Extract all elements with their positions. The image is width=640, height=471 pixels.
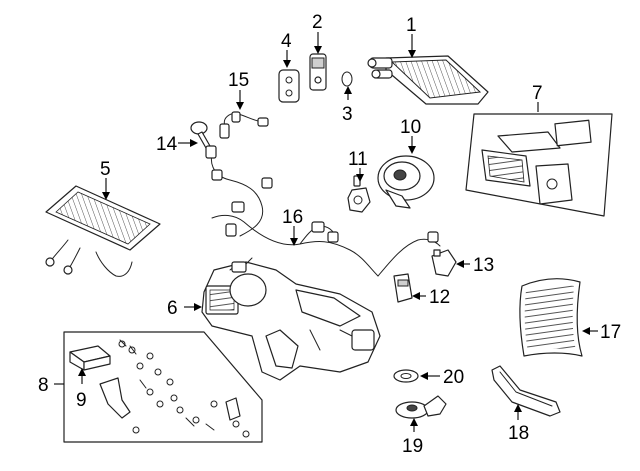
callout-6: 6 [167,298,178,319]
callout-10: 10 [400,117,421,138]
callout-14: 14 [156,134,178,155]
callout-labels: 1 2 3 4 5 6 7 8 9 10 11 12 13 14 15 16 1… [38,12,621,457]
temperature-sensor [219,111,269,139]
callout-15: 15 [228,70,249,91]
valve-gasket [278,69,300,103]
callout-12: 12 [429,287,450,308]
callout-4: 4 [281,31,292,52]
in-car-sensor [190,121,211,149]
callout-19: 19 [402,436,423,457]
callout-11: 11 [348,149,368,170]
drain-hose [395,395,447,419]
hardware-sensor-block [69,345,111,371]
callout-17: 17 [600,322,621,343]
callout-16: 16 [282,207,303,228]
callout-3: 3 [342,104,353,125]
blower-motor [377,155,435,209]
callout-20: 20 [443,367,464,388]
blower-resistor [431,249,457,277]
expansion-valve [309,53,327,91]
evaporator-core [367,55,489,105]
callout-5: 5 [100,159,111,180]
o-ring [341,71,353,87]
hardware-kit [63,331,263,443]
callout-18: 18 [508,423,529,444]
callout-13: 13 [473,255,494,276]
control-module [393,273,413,303]
leader-lines [54,32,598,432]
mode-door-actuator [347,175,371,213]
heater-core [45,185,161,277]
callout-7: 7 [532,83,543,104]
hvac-case [201,257,381,381]
floor-duct [491,365,561,417]
grommet [393,369,419,383]
filter-panel [519,278,583,357]
callout-2: 2 [312,12,323,33]
callout-9: 9 [76,390,87,411]
cabin-filter-box [465,113,613,217]
callout-8: 8 [38,375,49,396]
callout-1: 1 [406,15,417,36]
wiring-harness [205,145,441,277]
